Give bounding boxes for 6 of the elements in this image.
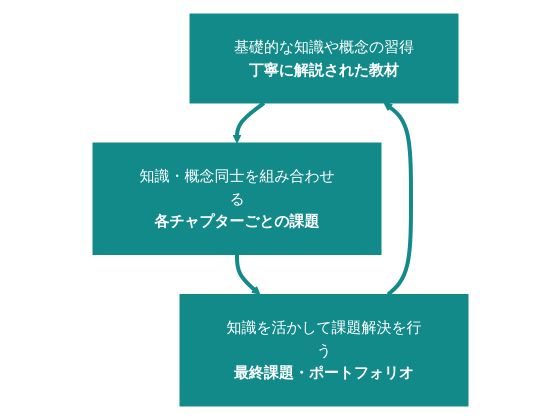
arrow: [383, 102, 412, 296]
arrow: [232, 101, 265, 144]
node-box: 知識を活かして課題解決を行う 最終課題・ポートフォリオ: [179, 294, 468, 406]
node-box: 知識・概念同士を組み合わせる 各チャプターごとの課題: [92, 142, 381, 255]
node-box: 基礎的な知識や概念の習得 丁寧に解説された教材: [189, 14, 458, 104]
arrow: [234, 254, 260, 295]
